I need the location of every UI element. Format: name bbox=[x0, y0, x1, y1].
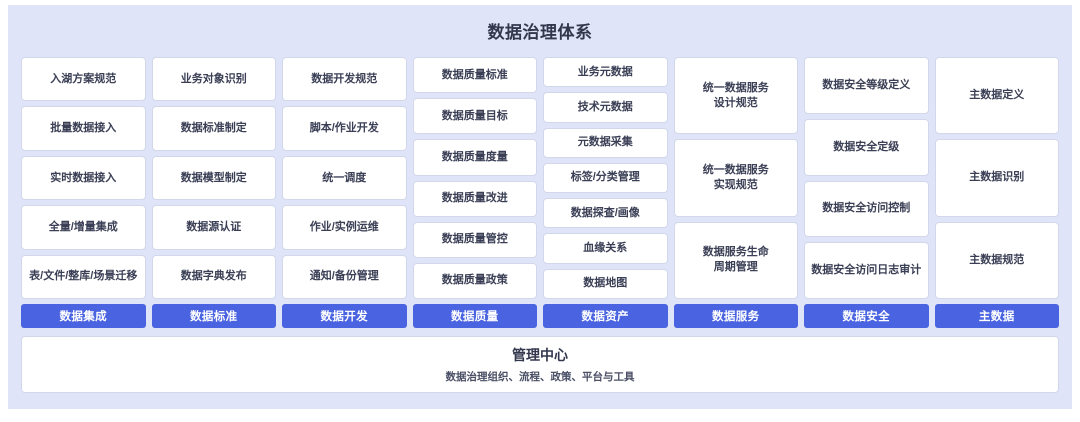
capability-card[interactable]: 数据标准制定 bbox=[151, 106, 276, 151]
capability-card-list: 主数据定义主数据识别主数据规范 bbox=[934, 57, 1059, 299]
capability-card[interactable]: 数据模型制定 bbox=[151, 155, 276, 201]
capability-card[interactable]: 数据地图 bbox=[543, 268, 668, 299]
capability-card-list: 数据安全等级定义数据安全定级数据安全访问控制数据安全访问日志审计 bbox=[804, 57, 929, 299]
diagram-panel: 数据治理体系 入湖方案规范批量数据接入实时数据接入全量/增量集成表/文件/整库/… bbox=[8, 5, 1072, 409]
domain-columns: 入湖方案规范批量数据接入实时数据接入全量/增量集成表/文件/整库/场景迁移数据集… bbox=[21, 57, 1059, 328]
capability-card[interactable]: 统一调度 bbox=[282, 155, 407, 201]
domain-label-bar[interactable]: 数据服务 bbox=[673, 304, 798, 328]
domain-label-bar[interactable]: 数据质量 bbox=[412, 304, 537, 328]
capability-card[interactable]: 血缘关系 bbox=[543, 233, 668, 264]
domain-label-bar[interactable]: 数据标准 bbox=[151, 304, 276, 328]
capability-card[interactable]: 统一数据服务 设计规范 bbox=[673, 57, 798, 135]
capability-card-list: 统一数据服务 设计规范统一数据服务 实现规范数据服务生命 周期管理 bbox=[673, 57, 798, 299]
capability-card-list: 业务元数据技术元数据元数据采集标签/分类管理数据探查/画像血缘关系数据地图 bbox=[543, 57, 668, 299]
capability-card[interactable]: 技术元数据 bbox=[543, 92, 668, 123]
domain-column: 主数据定义主数据识别主数据规范主数据 bbox=[934, 57, 1059, 328]
capability-card[interactable]: 数据质量改进 bbox=[412, 180, 537, 217]
management-center-panel: 管理中心 数据治理组织、流程、政策、平台与工具 bbox=[21, 336, 1059, 393]
domain-column: 入湖方案规范批量数据接入实时数据接入全量/增量集成表/文件/整库/场景迁移数据集… bbox=[21, 57, 146, 328]
domain-column: 数据安全等级定义数据安全定级数据安全访问控制数据安全访问日志审计数据安全 bbox=[804, 57, 929, 328]
capability-card[interactable]: 数据字典发布 bbox=[151, 254, 276, 300]
capability-card-list: 数据质量标准数据质量目标数据质量度量数据质量改进数据质量管控数据质量政策 bbox=[412, 57, 537, 300]
capability-card[interactable]: 数据探查/画像 bbox=[543, 198, 668, 229]
capability-card[interactable]: 通知/备份管理 bbox=[282, 254, 407, 300]
capability-card[interactable]: 业务元数据 bbox=[543, 57, 668, 88]
capability-card[interactable]: 入湖方案规范 bbox=[21, 57, 146, 102]
capability-card[interactable]: 标签/分类管理 bbox=[543, 162, 668, 194]
capability-card[interactable]: 数据质量政策 bbox=[412, 262, 537, 300]
capability-card-list: 入湖方案规范批量数据接入实时数据接入全量/增量集成表/文件/整库/场景迁移 bbox=[21, 57, 146, 300]
capability-card[interactable]: 主数据规范 bbox=[934, 221, 1059, 299]
management-center-title: 管理中心 bbox=[512, 346, 568, 363]
domain-column: 业务元数据技术元数据元数据采集标签/分类管理数据探查/画像血缘关系数据地图数据资… bbox=[543, 57, 668, 328]
capability-card[interactable]: 主数据定义 bbox=[934, 57, 1059, 135]
capability-card[interactable]: 表/文件/整库/场景迁移 bbox=[21, 254, 146, 300]
capability-card[interactable]: 统一数据服务 实现规范 bbox=[673, 139, 798, 217]
capability-card[interactable]: 数据质量标准 bbox=[412, 57, 537, 94]
domain-label-bar[interactable]: 数据集成 bbox=[21, 304, 146, 328]
capability-card[interactable]: 数据源认证 bbox=[151, 205, 276, 250]
capability-card[interactable]: 数据质量度量 bbox=[412, 139, 537, 176]
capability-card[interactable]: 数据安全访问控制 bbox=[804, 180, 929, 238]
domain-label-bar[interactable]: 数据资产 bbox=[543, 304, 668, 328]
capability-card[interactable]: 批量数据接入 bbox=[21, 106, 146, 151]
domain-column: 统一数据服务 设计规范统一数据服务 实现规范数据服务生命 周期管理数据服务 bbox=[673, 57, 798, 328]
capability-card-list: 业务对象识别数据标准制定数据模型制定数据源认证数据字典发布 bbox=[151, 57, 276, 300]
capability-card[interactable]: 数据质量管控 bbox=[412, 221, 537, 258]
capability-card[interactable]: 主数据识别 bbox=[934, 139, 1059, 217]
domain-label-bar[interactable]: 数据开发 bbox=[282, 304, 407, 328]
page-title: 数据治理体系 bbox=[487, 23, 593, 42]
domain-label-bar[interactable]: 数据安全 bbox=[804, 304, 929, 328]
domain-column: 数据开发规范脚本/作业开发统一调度作业/实例运维通知/备份管理数据开发 bbox=[282, 57, 407, 328]
capability-card[interactable]: 数据质量目标 bbox=[412, 98, 537, 135]
capability-card[interactable]: 全量/增量集成 bbox=[21, 205, 146, 250]
capability-card[interactable]: 脚本/作业开发 bbox=[282, 106, 407, 151]
domain-column: 业务对象识别数据标准制定数据模型制定数据源认证数据字典发布数据标准 bbox=[151, 57, 276, 328]
capability-card[interactable]: 实时数据接入 bbox=[21, 155, 146, 201]
capability-card[interactable]: 数据服务生命 周期管理 bbox=[673, 221, 798, 299]
domain-label-bar[interactable]: 主数据 bbox=[934, 304, 1059, 328]
domain-column: 数据质量标准数据质量目标数据质量度量数据质量改进数据质量管控数据质量政策数据质量 bbox=[412, 57, 537, 328]
capability-card[interactable]: 业务对象识别 bbox=[151, 57, 276, 102]
management-center-subtitle: 数据治理组织、流程、政策、平台与工具 bbox=[445, 370, 635, 383]
capability-card[interactable]: 数据安全等级定义 bbox=[804, 57, 929, 114]
capability-card[interactable]: 数据开发规范 bbox=[282, 57, 407, 102]
capability-card[interactable]: 数据安全访问日志审计 bbox=[804, 242, 929, 299]
capability-card[interactable]: 元数据采集 bbox=[543, 127, 668, 158]
capability-card[interactable]: 数据安全定级 bbox=[804, 118, 929, 176]
capability-card-list: 数据开发规范脚本/作业开发统一调度作业/实例运维通知/备份管理 bbox=[282, 57, 407, 300]
capability-card[interactable]: 作业/实例运维 bbox=[282, 205, 407, 250]
